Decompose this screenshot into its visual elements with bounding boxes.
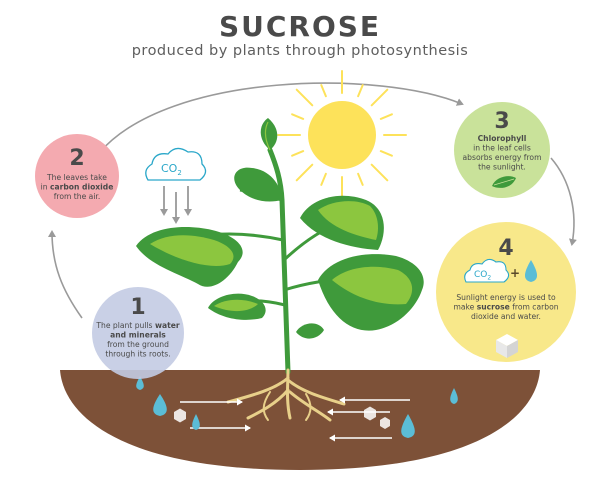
step-1-number: 1: [130, 295, 145, 320]
water-drop-icon: [136, 376, 144, 390]
sun-ray: [357, 84, 364, 98]
sun-ray: [370, 88, 389, 107]
step-2-circle: [35, 134, 119, 218]
step-text-part: The plant pulls: [95, 321, 155, 330]
leaf-icon: [234, 167, 282, 202]
co2-label: CO2: [474, 270, 491, 282]
cloud-icon: [464, 258, 510, 283]
step-4-number: 4: [498, 236, 513, 261]
step-4-circle: [436, 222, 576, 362]
step-text-part: and minerals: [110, 331, 166, 340]
step-text-part: in the leaf cells: [473, 144, 531, 153]
co2-label: CO2: [161, 162, 182, 177]
leaf-icon: [296, 323, 324, 339]
water-drop-icon: [524, 260, 538, 282]
water-drop-icon: [153, 394, 167, 416]
sun-ray: [320, 84, 327, 98]
leaf-icon: [260, 118, 278, 150]
step-3-number: 3: [494, 109, 509, 134]
step-text-part: in: [41, 183, 50, 192]
sun-ray: [320, 172, 327, 186]
step-text-part: The leaves take: [46, 173, 107, 182]
plant: [136, 118, 424, 375]
step-text-part: from carbon: [510, 303, 559, 312]
arrow-icon: [99, 82, 464, 153]
soil-arrows: [180, 396, 410, 442]
co2-arrows: [160, 186, 192, 224]
page-subtitle: produced by plants through photosynthesi…: [132, 43, 469, 59]
step-text-part: dioxide and water.: [471, 312, 541, 321]
plus-sign: +: [510, 266, 520, 280]
cycle-arrows: [48, 82, 577, 319]
sun-ray: [295, 88, 314, 107]
step-text-part: the sunlight.: [478, 163, 526, 172]
step-text-part: from the air.: [54, 192, 101, 201]
step-text-part: make: [453, 303, 476, 312]
water-drop-icon: [450, 388, 458, 404]
step-text-part: absorbs energy from: [463, 153, 542, 162]
roots: [226, 368, 346, 422]
arrow-icon: [48, 230, 83, 319]
arrow-icon: [550, 157, 577, 246]
sun-ray: [379, 113, 393, 120]
step-2-number: 2: [69, 146, 84, 171]
step-text-part: from the ground: [107, 340, 169, 349]
water-drop-icon: [192, 414, 200, 430]
page-title: SUCROSE: [219, 10, 381, 43]
step-text-part: Sunlight energy is used to: [456, 293, 556, 302]
step-text-part: Chlorophyll: [478, 134, 527, 143]
step-1-circle: [92, 287, 184, 379]
soil-water-drops: [136, 376, 458, 438]
sun-ray: [291, 113, 305, 120]
sun-ray: [291, 150, 305, 157]
sugar-cube-icon: [496, 334, 518, 358]
step-text-part: through its roots.: [105, 350, 170, 359]
sun-ray: [379, 150, 393, 157]
step-3-circle: [454, 102, 550, 198]
soil: [60, 370, 540, 470]
cloud-icon: CO2: [145, 147, 207, 181]
step-text-part: sucrose: [477, 303, 510, 312]
sun-ray: [295, 163, 314, 182]
sun-icon: [277, 70, 407, 200]
soil-minerals: [174, 406, 390, 429]
sun-ray: [357, 172, 364, 186]
step-text-part: carbon dioxide: [50, 183, 113, 192]
step-text-part: water: [155, 321, 180, 330]
water-drop-icon: [401, 414, 415, 438]
sun-ray: [370, 163, 389, 182]
